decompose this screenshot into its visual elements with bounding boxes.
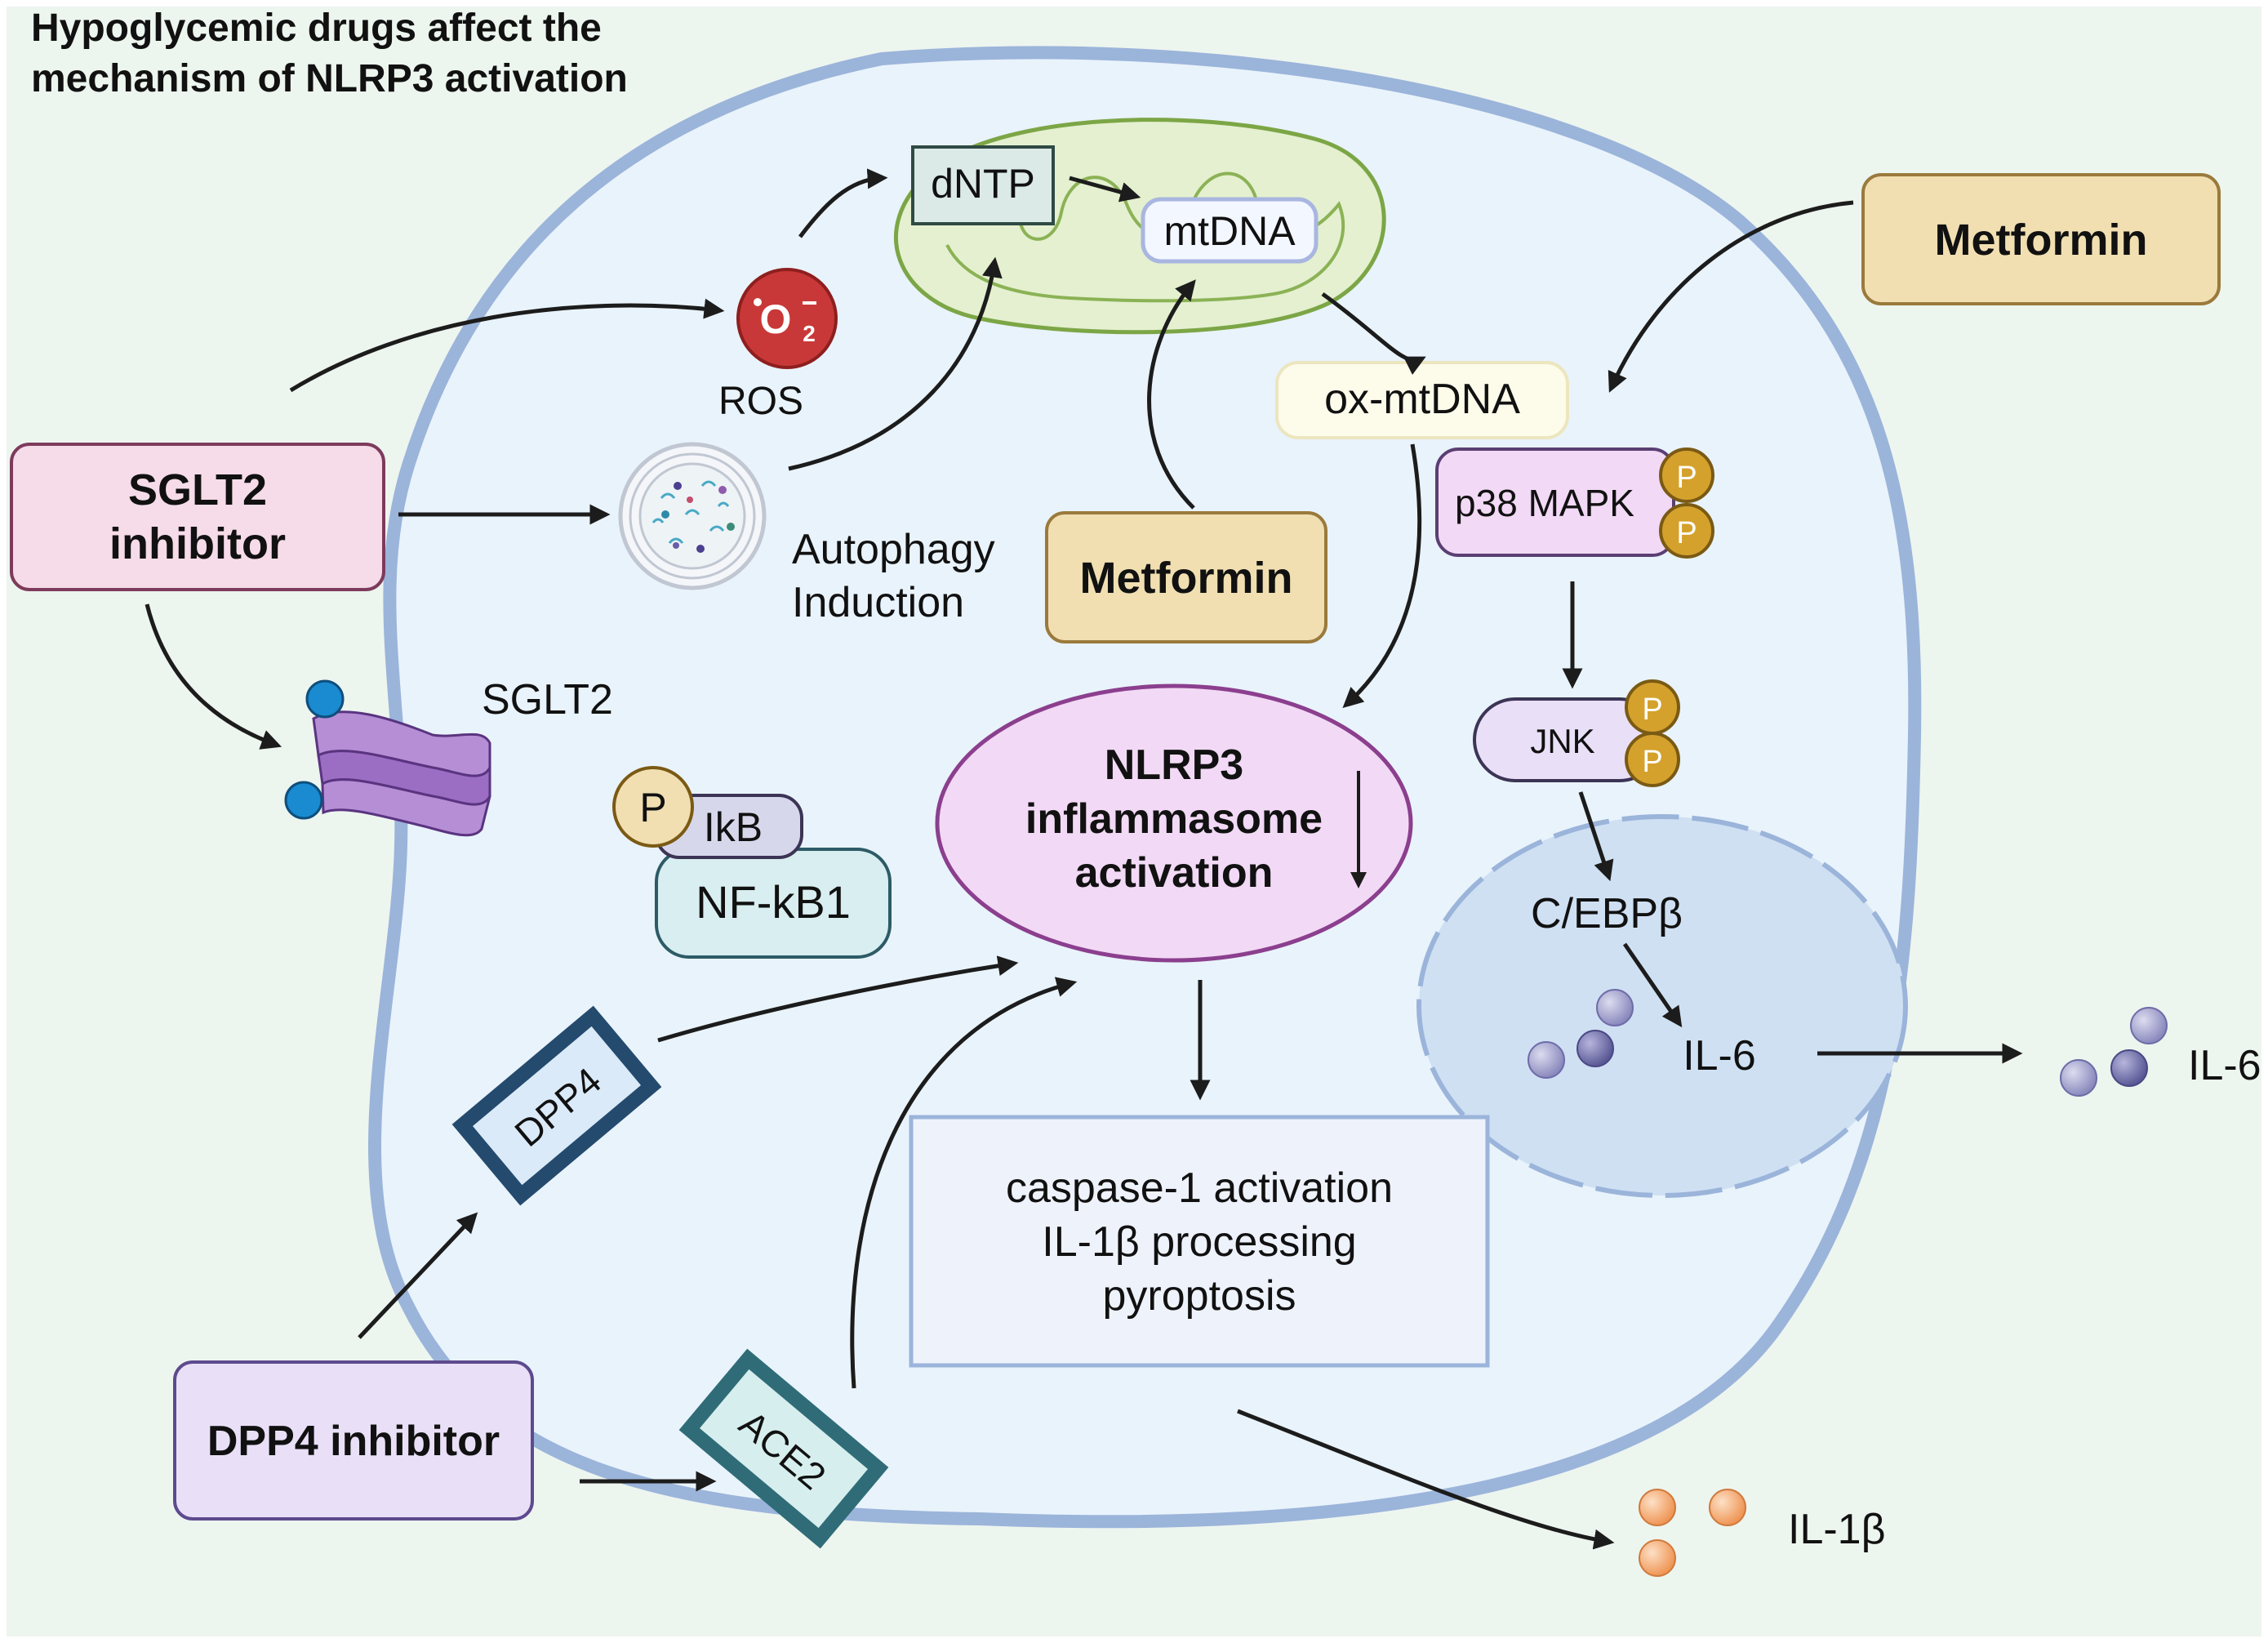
- sglt2-label: SGLT2: [482, 676, 613, 724]
- diagram-title-line1: Hypoglycemic drugs affect the: [31, 7, 602, 50]
- svg-text:P: P: [639, 785, 666, 830]
- outcome-box: [909, 1115, 1490, 1368]
- ox-mtdna-label: ox-mtDNA: [1324, 376, 1520, 423]
- sglt2-inhibitor-label-line1: SGLT2: [128, 465, 267, 514]
- autophagosome-icon: [618, 442, 767, 590]
- arrow-dpp4inh-to-dpp4: [358, 1212, 478, 1339]
- ace2-marker-icon: ACE2: [678, 1348, 889, 1549]
- outcome-line1: caspase-1 activation: [1006, 1164, 1393, 1212]
- metformin-label-right: Metformin: [1935, 216, 2148, 265]
- il1b-label: IL-1β: [1788, 1506, 1886, 1553]
- svg-text:2: 2: [803, 321, 816, 346]
- sglt2-transporter-icon: [284, 679, 491, 837]
- dpp4-marker-icon: DPP4: [451, 1005, 662, 1206]
- nucleus-icon: [1416, 814, 1908, 1198]
- outcome-line2: IL-1β processing: [1042, 1218, 1356, 1266]
- p38-mapk-label: p38 MAPK: [1455, 482, 1634, 524]
- autophagy-label-line1: Autophagy: [792, 526, 995, 573]
- cytokine-icon: [1639, 1489, 1746, 1577]
- arrow-jnk-to-cebpb: [1578, 791, 1614, 882]
- arrow-outcome-to-il1b: [1237, 1409, 1615, 1550]
- svg-text:O: O: [760, 296, 792, 342]
- diagram-title-line2: mechanism of NLRP3 activation: [31, 57, 628, 100]
- il6-inner-label: IL-6: [1683, 1032, 1756, 1080]
- autophagy-label-line2: Induction: [792, 579, 964, 626]
- arrow-ros-to-dntp: [798, 168, 888, 238]
- svg-text:P: P: [1676, 516, 1697, 550]
- phosphate-icon: P P: [1625, 679, 1680, 787]
- mtdna-label: mtDNA: [1163, 208, 1296, 254]
- phosphate-icon: P P: [1659, 447, 1714, 559]
- cytokine-icon: [1528, 989, 1634, 1079]
- svg-text:P: P: [1676, 461, 1697, 495]
- sglt2-inhibitor-label-line2: inhibitor: [109, 519, 286, 568]
- arrow-metformin-to-p38: [1608, 200, 1854, 393]
- svg-text:P: P: [1642, 692, 1662, 727]
- nlrp3-label-line3: activation: [1075, 849, 1274, 897]
- arrow-metformin-to-mtdna: [1147, 279, 1196, 510]
- svg-text:P: P: [1642, 745, 1662, 779]
- ros-label: ROS: [718, 380, 803, 423]
- nfkb1-label: NF-kB1: [696, 876, 851, 928]
- nlrp3-ellipse: [935, 683, 1413, 963]
- metformin-box-center: [1045, 511, 1327, 643]
- cebpb-label: C/EBPβ: [1531, 890, 1683, 937]
- jnk-label: JNK: [1530, 722, 1594, 760]
- dpp4-inhibitor-box: [173, 1360, 534, 1521]
- arrow-mtdna-to-ox: [1321, 292, 1426, 375]
- arrow-dpp4-to-nlrp3: [657, 955, 1019, 1043]
- arrow-ace2-to-nlrp3: [850, 977, 1078, 1389]
- il6-outer-label: IL-6: [2188, 1042, 2261, 1089]
- nlrp3-label-line1: NLRP3: [1105, 741, 1243, 789]
- ros-icon: O 2: [736, 268, 838, 369]
- mtdna-box: [1141, 197, 1319, 264]
- arrows: [145, 168, 2023, 1550]
- ikb-label: IkB: [704, 804, 763, 850]
- metformin-label-center: Metformin: [1080, 554, 1293, 603]
- sglt2-inhibitor-box: [10, 443, 385, 591]
- outcome-line3: pyroptosis: [1103, 1272, 1296, 1320]
- metformin-box-right: [1861, 173, 2221, 305]
- phosphate-icon: P: [612, 766, 694, 848]
- dntp-label: dNTP: [931, 161, 1035, 207]
- arrow-dntp-to-mtdna: [1069, 176, 1141, 203]
- arrow-cebpb-to-il6: [1622, 942, 1683, 1028]
- cytokine-icon: [2060, 1007, 2168, 1097]
- dntp-box: [911, 145, 1055, 225]
- arrow-sglt2-to-transporter: [145, 603, 282, 750]
- arrow-sglt2-to-ros: [289, 298, 725, 393]
- nlrp3-label-line2: inflammasome: [1025, 795, 1323, 843]
- dpp4-inhibitor-label: DPP4 inhibitor: [207, 1418, 500, 1465]
- arrow-autophagy-to-mito: [788, 256, 1003, 471]
- p38-mapk-box: [1435, 447, 1675, 557]
- arrow-oxmtdna-to-nlrp3: [1342, 443, 1422, 709]
